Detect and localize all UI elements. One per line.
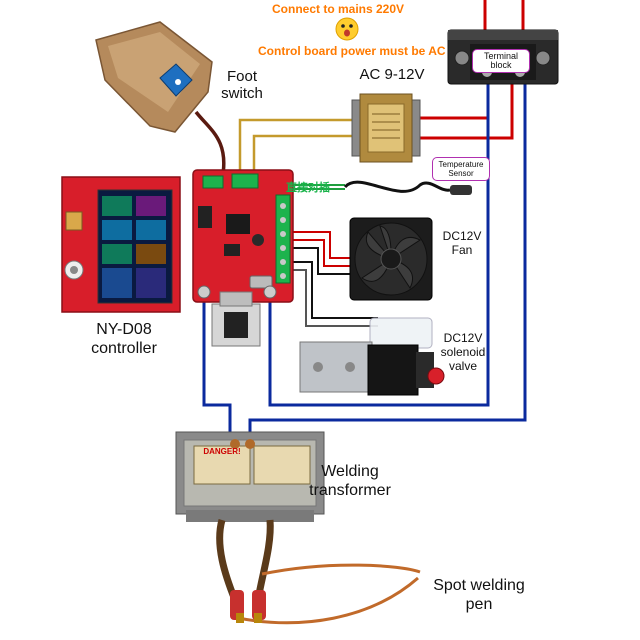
solenoid-valve-label: DC12V solenoid valve <box>440 331 486 373</box>
warning-board-power-text: Control board power must be AC <box>258 44 446 58</box>
danger-plate-text: DANGER! <box>203 447 241 456</box>
blue-wire-1 <box>202 300 232 440</box>
lcd-connector <box>198 206 212 228</box>
foot-switch-label: Foot switch <box>221 68 263 102</box>
blue-wire-2 <box>268 82 490 407</box>
warning-mains-text: Connect to mains 220V <box>272 2 405 16</box>
thyristor-module <box>211 291 261 347</box>
valve-wires <box>292 261 378 327</box>
ac-9-12v-label: AC 9-12V <box>359 66 425 83</box>
controller-label: NY-D08 controller <box>91 321 157 357</box>
warning-emoji-icon <box>335 17 359 41</box>
ac-wire-b <box>252 134 352 178</box>
solenoid-valve <box>299 317 445 396</box>
welding-transformer <box>175 431 325 522</box>
foot-switch-terminal <box>202 175 224 189</box>
output-terminals <box>275 194 291 284</box>
spot-welding-pen <box>216 519 421 625</box>
mains-to-ac-transformer-b <box>420 82 514 140</box>
temperature-sensor <box>343 180 472 195</box>
ac-low-voltage-wires <box>238 118 352 178</box>
temperature-sensor-label: Temperature Sensor <box>432 157 490 181</box>
ac-wire-a <box>238 118 352 178</box>
foot-switch-cable <box>194 110 226 181</box>
spot-welding-pen-label: Spot welding pen <box>433 577 525 613</box>
welding-transformer-wires <box>202 82 527 440</box>
fan-label: DC12V Fan <box>442 229 482 257</box>
ac-input-terminal <box>231 173 259 189</box>
foot-switch <box>95 21 213 133</box>
mains-to-ac-transformer-a <box>420 82 490 120</box>
temp-sensor-wires <box>292 184 345 190</box>
control-board <box>192 169 294 303</box>
terminal-block-label: Terminal block <box>472 49 530 73</box>
direct-plug-label: 直接对插 <box>286 181 330 194</box>
ny-d08-controller <box>61 176 181 313</box>
welding-transformer-label: Welding transformer <box>309 463 391 499</box>
blue-wire-3 <box>248 82 527 440</box>
fan-wires <box>292 231 350 275</box>
ac-transformer <box>351 93 421 163</box>
controller-button-icon <box>65 211 83 231</box>
fan <box>349 217 433 301</box>
